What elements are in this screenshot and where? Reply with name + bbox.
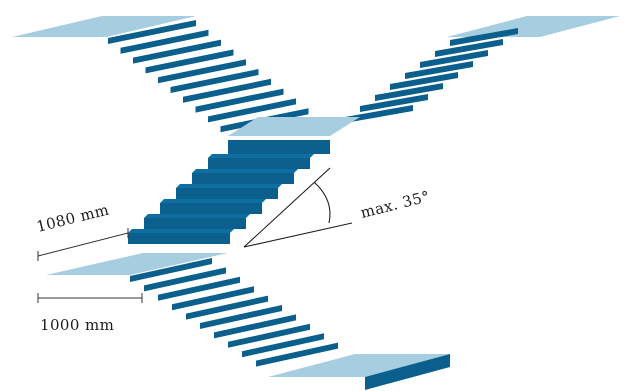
upper-left-step (195, 88, 284, 113)
landing-bottom (268, 354, 450, 377)
dimension-1080-line (37, 232, 129, 257)
lower-step (256, 342, 338, 367)
middle-step-top (160, 199, 266, 203)
angle-slope-line (243, 167, 331, 248)
lower-step (228, 323, 310, 348)
label-angle: max. 35° (359, 187, 432, 222)
upper-left-step (133, 39, 221, 64)
lower-step (214, 314, 296, 339)
middle-step-top (144, 214, 250, 218)
dimension-1000 (37, 293, 143, 303)
upper-right-step (375, 83, 443, 101)
upper-left-step (158, 59, 246, 84)
landing-middle (228, 117, 360, 136)
angle-arc (313, 181, 331, 224)
lower-step (172, 286, 254, 311)
upper-right-step (390, 72, 458, 90)
upper-left-step (145, 49, 234, 74)
upper-left-step (183, 78, 271, 103)
angle-base-line (243, 222, 353, 248)
middle-step-top (192, 169, 298, 173)
landing-bottom-front (365, 354, 450, 390)
landing-middle-front (228, 140, 330, 154)
dimension-1080 (37, 228, 129, 261)
upper-right-step (405, 61, 473, 79)
middle-step-top (128, 229, 234, 233)
middle-step (176, 188, 278, 199)
middle-step (192, 173, 294, 184)
lower-flight (130, 258, 338, 367)
upper-right-step (360, 94, 428, 112)
middle-step-top (208, 154, 314, 158)
upper-right-flight (345, 28, 518, 123)
landing-lower-left (46, 253, 228, 275)
lower-step (242, 333, 324, 358)
lower-step (186, 295, 268, 320)
upper-right-step (435, 39, 503, 57)
middle-step (128, 233, 230, 244)
upper-left-step (120, 29, 209, 54)
lower-step (200, 305, 282, 329)
landing-top-left (12, 16, 196, 37)
label-1080mm: 1080 mm (35, 200, 111, 235)
label-1000mm: 1000 mm (40, 316, 114, 334)
middle-flight (128, 154, 314, 244)
landing-top-right (447, 16, 620, 37)
upper-left-step (208, 98, 296, 123)
lower-step (158, 276, 240, 301)
middle-step-top (176, 184, 282, 188)
middle-step (208, 158, 310, 169)
lower-step (144, 267, 226, 292)
middle-step (160, 203, 262, 214)
upper-left-flight (108, 20, 309, 133)
upper-left-step (170, 69, 259, 93)
upper-left-step (108, 20, 196, 44)
upper-right-step (345, 105, 413, 123)
upper-right-step (450, 28, 518, 46)
upper-right-step (420, 50, 488, 68)
middle-step (144, 218, 246, 229)
lower-step (130, 258, 212, 282)
